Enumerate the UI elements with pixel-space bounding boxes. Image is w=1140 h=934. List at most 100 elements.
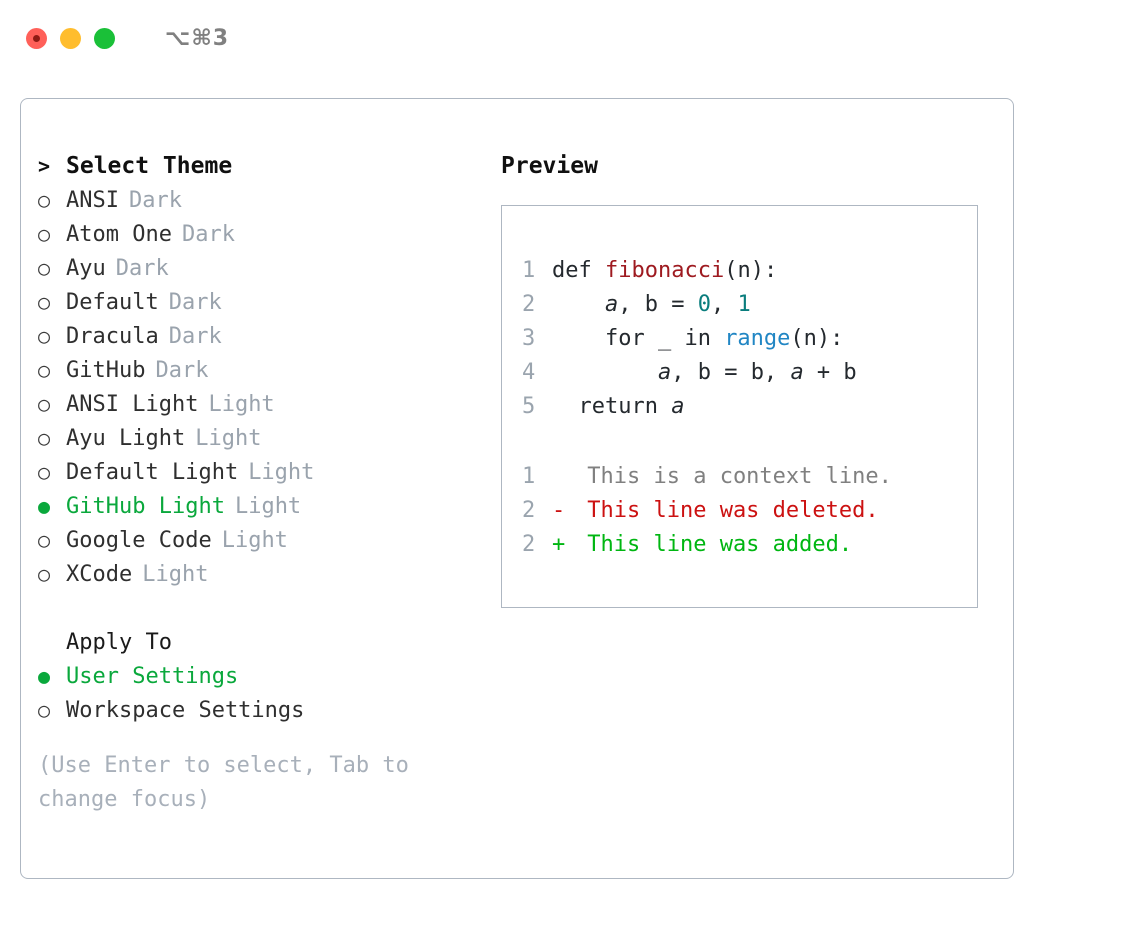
- line-number: 1: [522, 464, 536, 489]
- radio-unselected-icon[interactable]: ○: [38, 392, 51, 416]
- code-line: 4 a, b = b, a + b: [522, 356, 977, 390]
- apply-to-header: ○ Apply To: [38, 625, 478, 659]
- theme-item-google-code[interactable]: ○ Google Code Light: [38, 523, 478, 557]
- diff-text: This line was added.: [574, 532, 853, 557]
- theme-item-dracula[interactable]: ○ Dracula Dark: [38, 319, 478, 353]
- code-token: [552, 292, 605, 317]
- hint-spacer: [38, 727, 478, 749]
- line-number: 3: [522, 326, 536, 351]
- theme-item-atom-one[interactable]: ○ Atom One Dark: [38, 217, 478, 251]
- theme-item-github-light[interactable]: ● GitHub Light Light: [38, 489, 478, 523]
- apply-to-option-label: Workspace Settings: [66, 698, 305, 723]
- code-token-variable: a: [671, 394, 685, 419]
- diff-separator: [522, 424, 977, 460]
- theme-name: GitHub Light: [66, 494, 225, 519]
- radio-unselected-icon[interactable]: ○: [38, 460, 51, 484]
- theme-name: ANSI: [66, 188, 119, 213]
- code-token: + b: [803, 360, 857, 385]
- radio-unselected-icon[interactable]: ○: [38, 426, 51, 450]
- theme-tag: Light: [234, 494, 302, 519]
- theme-name: Atom One: [66, 222, 172, 247]
- code-content: a, b = b, a + b: [552, 356, 857, 390]
- code-line: 5 return a: [522, 390, 977, 424]
- code-line: 3 for _ in range(n):: [522, 322, 977, 356]
- radio-unselected-icon[interactable]: ○: [38, 324, 51, 348]
- code-token: =: [657, 292, 698, 317]
- diff-marker-plus: +: [552, 532, 566, 557]
- theme-item-ayu-light[interactable]: ○ Ayu Light Light: [38, 421, 478, 455]
- code-token: ,: [618, 292, 645, 317]
- code-token-number: 1: [737, 292, 751, 317]
- theme-name: Default Light: [66, 460, 239, 485]
- code-token: b: [644, 292, 658, 317]
- line-number: 5: [522, 394, 536, 419]
- code-token: ,: [710, 292, 738, 317]
- theme-item-xcode[interactable]: ○ XCode Light: [38, 557, 478, 591]
- theme-item-default-light[interactable]: ○ Default Light Light: [38, 455, 478, 489]
- preview-title: Preview: [501, 153, 598, 179]
- radio-unselected-icon[interactable]: ○: [38, 222, 51, 246]
- radio-unselected-icon[interactable]: ○: [38, 290, 51, 314]
- line-number: 4: [522, 360, 536, 385]
- prompt-caret-icon: >: [38, 154, 51, 178]
- theme-tag: Dark: [115, 256, 169, 281]
- title-bar: ⌥⌘3: [0, 0, 1140, 76]
- radio-unselected-icon[interactable]: ○: [38, 528, 51, 552]
- apply-to-user-settings[interactable]: ● User Settings: [38, 659, 478, 693]
- maximize-button[interactable]: [94, 27, 115, 49]
- panel-columns: > Select Theme ○ ANSI Dark ○ Atom One Da…: [21, 99, 1013, 878]
- code-content: a, b = 0, 1: [552, 288, 751, 322]
- code-line: 1 def fibonacci(n):: [522, 254, 977, 288]
- diff-line-context: 1 This is a context line.: [522, 460, 977, 494]
- code-line: 2 a, b = 0, 1: [522, 288, 977, 322]
- code-token-builtin: range: [724, 326, 791, 351]
- code-token: , b = b,: [671, 360, 791, 385]
- radio-selected-icon[interactable]: ●: [38, 664, 51, 688]
- theme-name: Dracula: [66, 324, 159, 349]
- radio-unselected-icon[interactable]: ○: [38, 562, 51, 586]
- main-panel: > Select Theme ○ ANSI Dark ○ Atom One Da…: [20, 98, 1014, 879]
- code-token-number: 0: [697, 292, 711, 317]
- theme-name: ANSI Light: [66, 392, 199, 417]
- theme-item-default[interactable]: ○ Default Dark: [38, 285, 478, 319]
- theme-tag: Light: [221, 528, 288, 553]
- close-button[interactable]: [26, 27, 47, 49]
- window-controls: [26, 27, 115, 49]
- theme-tag: Dark: [168, 290, 222, 315]
- apply-to-label: Apply To: [66, 630, 172, 655]
- keyboard-hint-text: (Use Enter to select, Tab to change focu…: [38, 753, 409, 812]
- theme-item-ayu[interactable]: ○ Ayu Dark: [38, 251, 478, 285]
- theme-item-github[interactable]: ○ GitHub Dark: [38, 353, 478, 387]
- theme-item-ansi-light[interactable]: ○ ANSI Light Light: [38, 387, 478, 421]
- theme-item-ansi[interactable]: ○ ANSI Dark: [38, 183, 478, 217]
- select-theme-label: Select Theme: [66, 153, 233, 179]
- code-token-variable: a: [657, 360, 672, 385]
- theme-tag: Light: [248, 460, 315, 485]
- diff-marker-minus: -: [552, 498, 566, 523]
- theme-tag: Dark: [168, 324, 222, 349]
- select-theme-header: > Select Theme: [38, 149, 478, 183]
- apply-to-workspace-settings[interactable]: ○ Workspace Settings: [38, 693, 478, 727]
- code-token: (n):: [724, 258, 778, 283]
- radio-unselected-icon[interactable]: ○: [38, 256, 51, 280]
- radio-selected-icon[interactable]: ●: [38, 494, 51, 518]
- theme-name: Ayu Light: [66, 426, 186, 451]
- code-token-variable: a: [604, 292, 619, 317]
- empty-marker-icon: ○: [38, 625, 66, 659]
- diff-text: This line was deleted.: [574, 498, 879, 523]
- theme-tag: Dark: [128, 188, 182, 213]
- theme-tag: Light: [208, 392, 275, 417]
- code-token: def: [552, 258, 605, 283]
- code-token: [552, 360, 658, 385]
- radio-unselected-icon[interactable]: ○: [38, 358, 51, 382]
- code-token: (n):: [790, 326, 844, 351]
- preview-box: 1 def fibonacci(n): 2 a, b = 0, 1 3 for …: [501, 205, 978, 608]
- minimize-button[interactable]: [60, 27, 81, 49]
- radio-unselected-icon[interactable]: ○: [38, 698, 51, 722]
- radio-unselected-icon[interactable]: ○: [38, 188, 51, 212]
- code-token-variable: a: [790, 360, 804, 385]
- code-content: def fibonacci(n):: [552, 254, 777, 288]
- theme-name: GitHub: [66, 358, 146, 383]
- diff-line-added: 2 + This line was added.: [522, 528, 977, 562]
